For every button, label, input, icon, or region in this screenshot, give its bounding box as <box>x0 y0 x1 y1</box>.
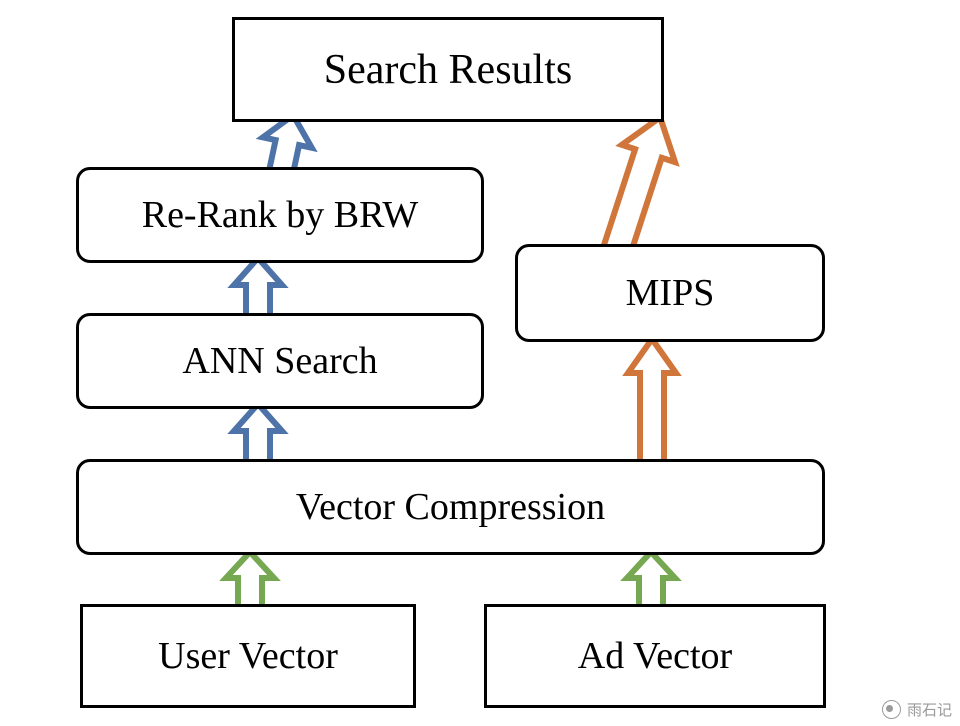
arrow-ad-vector-to-vector-compression <box>620 548 682 612</box>
node-ad-vector-label: Ad Vector <box>577 635 733 677</box>
watermark: 雨石记 <box>881 699 952 720</box>
node-mips-label: MIPS <box>625 272 715 314</box>
node-vector-compression[interactable]: Vector Compression <box>76 459 825 555</box>
node-user-vector-label: User Vector <box>158 635 338 677</box>
node-rerank-by-brw[interactable]: Re-Rank by BRW <box>76 167 484 263</box>
node-mips[interactable]: MIPS <box>515 244 825 342</box>
node-ann-search[interactable]: ANN Search <box>76 313 484 409</box>
node-user-vector[interactable]: User Vector <box>80 604 416 708</box>
arrow-vector-compression-to-ann-search <box>227 400 289 466</box>
node-ad-vector[interactable]: Ad Vector <box>484 604 826 708</box>
node-rerank-by-brw-label: Re-Rank by BRW <box>141 194 419 236</box>
node-ann-search-label: ANN Search <box>182 340 378 382</box>
node-vector-compression-label: Vector Compression <box>295 486 606 528</box>
arrow-vector-compression-to-mips <box>622 335 682 465</box>
node-search-results[interactable]: Search Results <box>232 17 664 122</box>
watermark-logo-icon <box>881 700 901 719</box>
arrow-ann-search-to-rerank <box>227 254 289 320</box>
watermark-text: 雨石记 <box>906 702 952 719</box>
arrow-user-vector-to-vector-compression <box>219 548 281 612</box>
node-search-results-label: Search Results <box>323 46 573 93</box>
